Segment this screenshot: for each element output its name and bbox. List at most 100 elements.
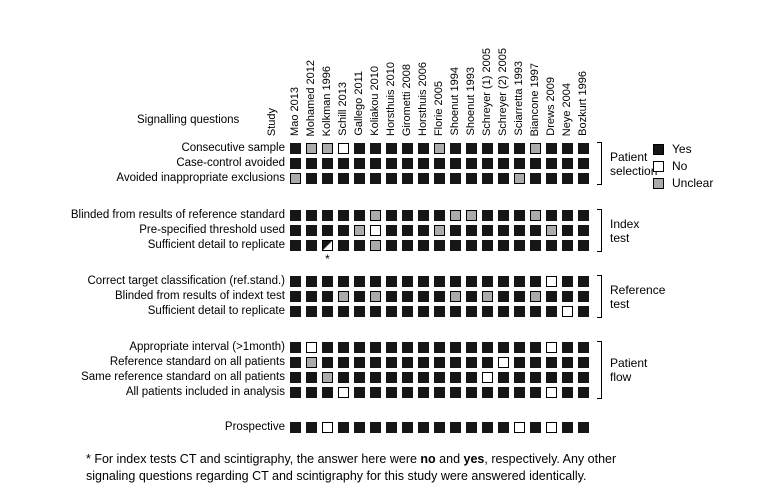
judgement-cell	[322, 387, 333, 398]
judgement-cell	[546, 210, 557, 221]
group-label-line: test	[610, 296, 630, 311]
judgement-cell	[546, 372, 557, 383]
judgement-cell	[418, 387, 429, 398]
judgement-cell	[482, 240, 493, 251]
judgement-cell	[306, 422, 317, 433]
judgement-cell	[578, 158, 589, 169]
judgement-cell	[338, 143, 349, 154]
legend-item: Yes	[653, 142, 743, 157]
judgement-cell	[450, 225, 461, 236]
judgement-cell	[370, 357, 381, 368]
judgement-cell	[482, 342, 493, 353]
judgement-cell	[482, 225, 493, 236]
judgement-cell	[450, 173, 461, 184]
judgement-cell	[578, 291, 589, 302]
judgement-cell	[578, 422, 589, 433]
judgement-cell	[306, 225, 317, 236]
judgement-cell	[514, 173, 525, 184]
judgement-cell	[386, 225, 397, 236]
judgement-cell	[546, 387, 557, 398]
judgement-cell	[450, 210, 461, 221]
question-label: Same reference standard on all patients	[81, 371, 285, 383]
judgement-cell	[306, 306, 317, 317]
footnote-line-2: signaling questions regarding CT and sci…	[86, 469, 587, 483]
judgement-cell	[322, 276, 333, 287]
judgement-cell	[418, 276, 429, 287]
judgement-cell	[450, 291, 461, 302]
judgement-cell	[418, 422, 429, 433]
judgement-cell	[418, 342, 429, 353]
judgement-cell	[418, 225, 429, 236]
judgement-cell	[562, 422, 573, 433]
judgement-cell	[450, 306, 461, 317]
judgement-cell	[402, 173, 413, 184]
judgement-cell	[322, 158, 333, 169]
judgement-cell	[322, 291, 333, 302]
judgement-cell	[354, 422, 365, 433]
judgement-cell	[578, 357, 589, 368]
group-label-line: selection	[610, 163, 658, 178]
judgement-cell	[530, 306, 541, 317]
judgement-cell	[450, 158, 461, 169]
study-header: Schill 2013	[337, 82, 349, 136]
question-label: Pre-specified threshold used	[139, 224, 285, 236]
judgement-cell	[514, 158, 525, 169]
judgement-cell	[354, 173, 365, 184]
group-bracket	[597, 142, 602, 185]
judgement-cell	[322, 357, 333, 368]
judgement-cell	[354, 143, 365, 154]
judgement-cell	[530, 143, 541, 154]
judgement-cell	[562, 173, 573, 184]
judgement-cell	[306, 173, 317, 184]
judgement-cell	[466, 240, 477, 251]
judgement-cell	[370, 422, 381, 433]
judgement-cell	[434, 276, 445, 287]
signalling-questions-label: Signalling questions	[137, 114, 240, 126]
group-label-line: Reference	[610, 282, 666, 297]
judgement-cell	[322, 143, 333, 154]
judgement-cell	[290, 357, 301, 368]
group-label-line: flow	[610, 370, 632, 384]
footnote-marker: *	[325, 252, 330, 266]
judgement-cell	[338, 240, 349, 251]
judgement-cell	[514, 225, 525, 236]
judgement-cell	[354, 291, 365, 302]
judgement-cell	[306, 158, 317, 169]
judgement-cell	[498, 240, 509, 251]
judgement-cell	[354, 372, 365, 383]
judgement-cell	[530, 291, 541, 302]
judgement-cell	[290, 387, 301, 398]
judgement-cell	[498, 372, 509, 383]
judgement-cell	[578, 372, 589, 383]
footnote-bold-yes: yes	[463, 452, 485, 466]
judgement-cell	[434, 291, 445, 302]
judgement-cell	[338, 173, 349, 184]
question-label: Sufficient detail to replicate	[147, 239, 285, 251]
group-label-line: Index	[610, 216, 640, 231]
study-header: Koliakou 2010	[369, 66, 381, 136]
judgement-cell	[434, 225, 445, 236]
judgement-cell	[514, 143, 525, 154]
judgement-cell	[530, 372, 541, 383]
judgement-cell	[370, 173, 381, 184]
judgement-cell	[434, 143, 445, 154]
study-header: Mohamed 2012	[305, 59, 317, 136]
judgement-cell	[498, 422, 509, 433]
study-header: Kolkman 1996	[321, 65, 333, 136]
legend-swatch-no	[653, 161, 664, 172]
judgement-cell	[466, 422, 477, 433]
judgement-cell	[498, 291, 509, 302]
study-header: Horsthuis 2006	[417, 62, 429, 136]
footnote-text-1: * For index tests CT and scintigraphy, t…	[86, 452, 421, 466]
judgement-cell	[450, 240, 461, 251]
judgement-cell	[386, 357, 397, 368]
judgement-cell	[578, 306, 589, 317]
judgement-cell	[386, 276, 397, 287]
judgement-cell	[450, 143, 461, 154]
study-header: Gallego 2011	[353, 71, 365, 136]
judgement-cell	[418, 158, 429, 169]
judgement-cell	[434, 173, 445, 184]
judgement-cell	[306, 143, 317, 154]
